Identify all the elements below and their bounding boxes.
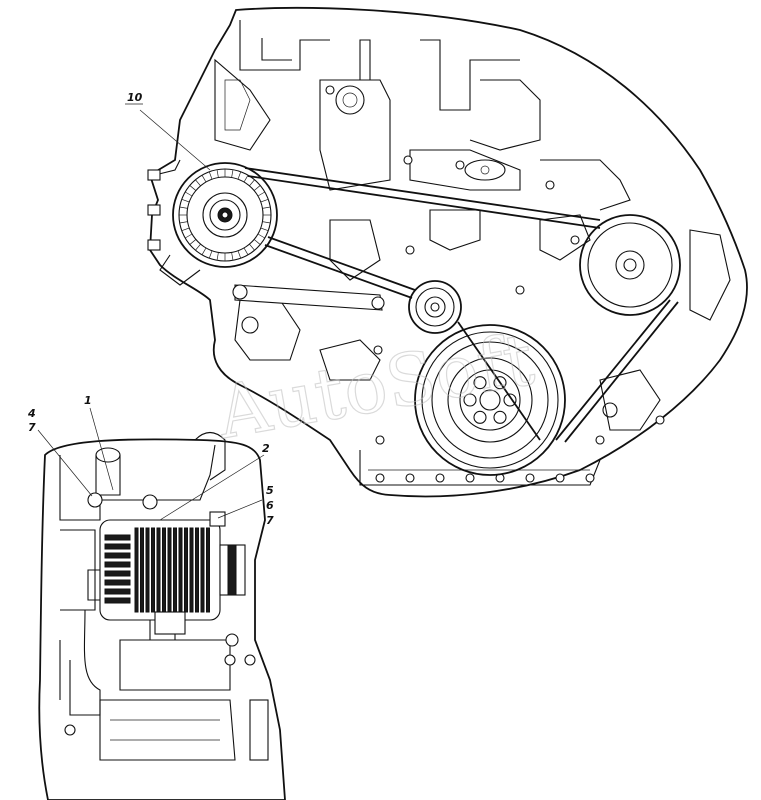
callout-label-5: 5 (266, 484, 274, 497)
callout-1: 1 (84, 394, 114, 491)
alternator-side (87, 511, 246, 647)
callout-label-7a: 7 (28, 421, 36, 434)
callout-label-7b: 7 (266, 514, 274, 527)
side-block-details (59, 431, 269, 761)
engine-side-view: 1 2 4 7 5 6 7 (27, 394, 286, 800)
engine-front-view: 10 (125, 7, 748, 498)
callout-label-6: 6 (266, 499, 274, 512)
callout-label-1: 1 (84, 394, 92, 407)
water-pump-pulley (579, 214, 681, 316)
alternator-pulley (147, 159, 278, 286)
callout-2: 2 (159, 442, 270, 521)
engine-block-details (214, 20, 731, 486)
engine-side-outline (38, 438, 286, 800)
engine-front-outline (148, 7, 748, 498)
callout-label-10: 10 (127, 91, 143, 104)
callout-4-7: 4 7 (27, 407, 93, 497)
watermark: AutoSoft (210, 317, 540, 455)
drive-belts (244, 167, 679, 443)
alternator-fan-fins (179, 169, 271, 261)
callout-10: 10 (125, 91, 211, 171)
alternator-side-fins (104, 527, 210, 613)
idler-pulley (408, 280, 462, 334)
callout-label-4: 4 (27, 407, 36, 420)
callout-label-2: 2 (262, 442, 270, 455)
callout-5-6-7: 5 6 7 (217, 484, 274, 527)
crankshaft-bolt-holes (463, 376, 517, 424)
bottom-bolt-row (375, 473, 595, 483)
tension-strap (232, 284, 385, 311)
crankshaft-pulley (414, 324, 566, 476)
